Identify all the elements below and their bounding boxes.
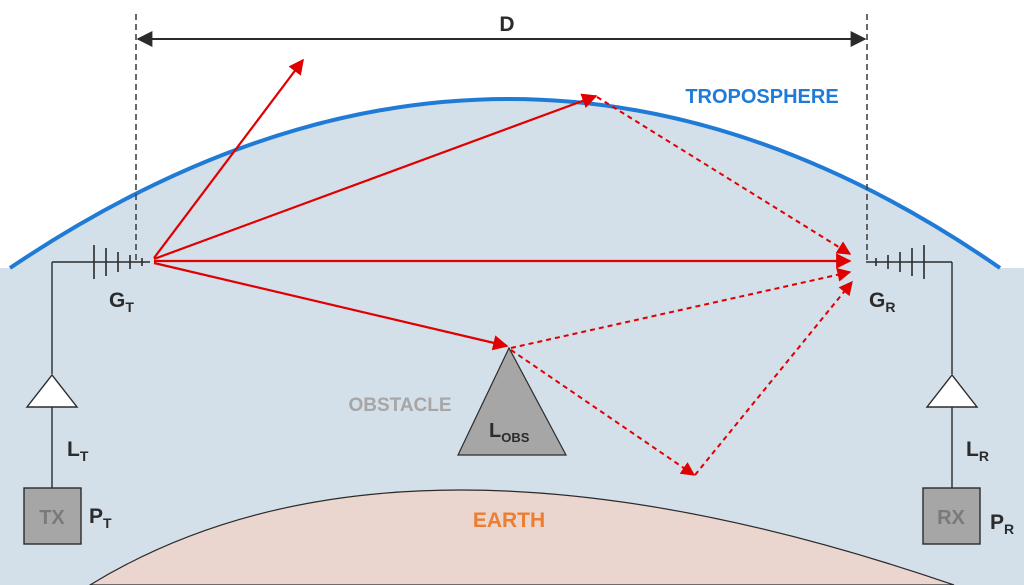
tx-loss-label: LT [67, 438, 89, 464]
tx-chain [51, 261, 150, 488]
ray-to-troposphere [153, 93, 598, 261]
dashed-rays [510, 96, 853, 476]
troposphere-boundary [8, 97, 1002, 270]
rx-box [922, 487, 981, 545]
rx-antenna-icon [875, 245, 925, 279]
troposphere-label: TROPOSPHERE [685, 86, 838, 108]
ray-tropo-reflection [596, 96, 852, 255]
earth-surface [88, 489, 955, 585]
distance-label: D [499, 13, 514, 36]
ray-escape [153, 58, 304, 259]
rx-amplifier-icon [925, 373, 979, 408]
solid-rays [153, 58, 852, 351]
ray-obstacle-diffraction [510, 267, 852, 349]
ray-to-obstacle [153, 261, 509, 351]
tx-power-label: PT [89, 505, 112, 531]
rx-loss-label: LR [966, 438, 989, 464]
ray-obstacle-to-ground [510, 349, 696, 476]
tx-amplifier-icon [25, 373, 79, 408]
rx-chain [866, 261, 953, 488]
rx-box-label: RX [937, 507, 965, 529]
obstacle-label: OBSTACLE [348, 395, 451, 416]
earth-label: EARTH [473, 509, 545, 532]
tx-gain-label: GT [109, 289, 134, 315]
rx-power-label: PR [990, 511, 1014, 537]
tx-box-label: TX [39, 507, 65, 529]
ray-ground-reflection [694, 280, 853, 476]
tx-antenna-icon [93, 245, 143, 279]
tx-box [23, 487, 82, 545]
obstacle-loss-label: LOBS [489, 420, 530, 445]
obstacle-triangle [457, 346, 567, 456]
rx-gain-label: GR [869, 289, 895, 315]
